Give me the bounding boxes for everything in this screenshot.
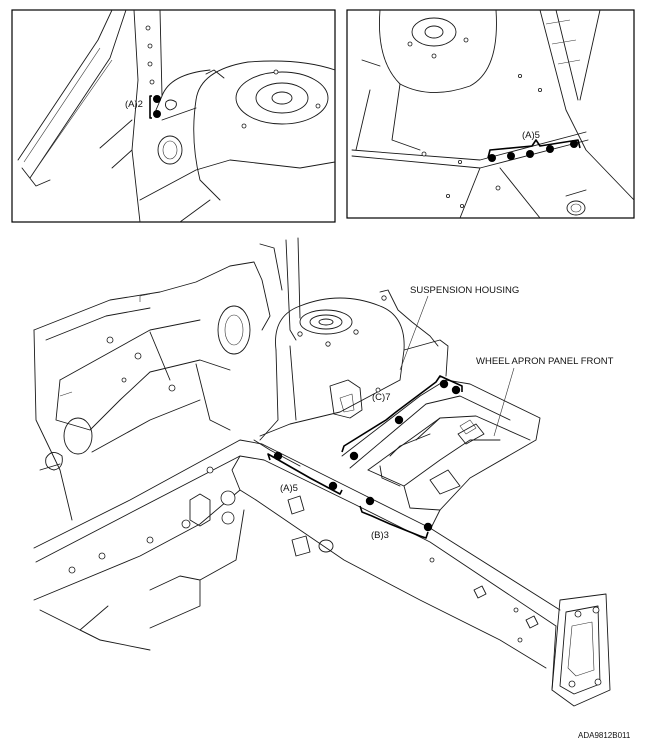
inset-right: (A)5 [346,9,635,219]
main-view [33,237,611,707]
callout-c7: (C)7 [372,392,390,403]
label-wheel-apron-panel-front: WHEEL APRON PANEL FRONT [476,356,614,367]
inset-right-callout: (A)5 [522,130,540,141]
figure-code: ADA9812B011 [578,731,631,740]
inset-left-callout: (A)2 [125,99,143,110]
callout-b3: (B)3 [371,530,389,541]
callout-a5: (A)5 [280,483,298,494]
inset-left: (A)2 [11,9,336,223]
label-suspension-housing: SUSPENSION HOUSING [410,285,519,296]
inset-right-frame [346,9,635,219]
inset-left-frame [11,9,336,223]
